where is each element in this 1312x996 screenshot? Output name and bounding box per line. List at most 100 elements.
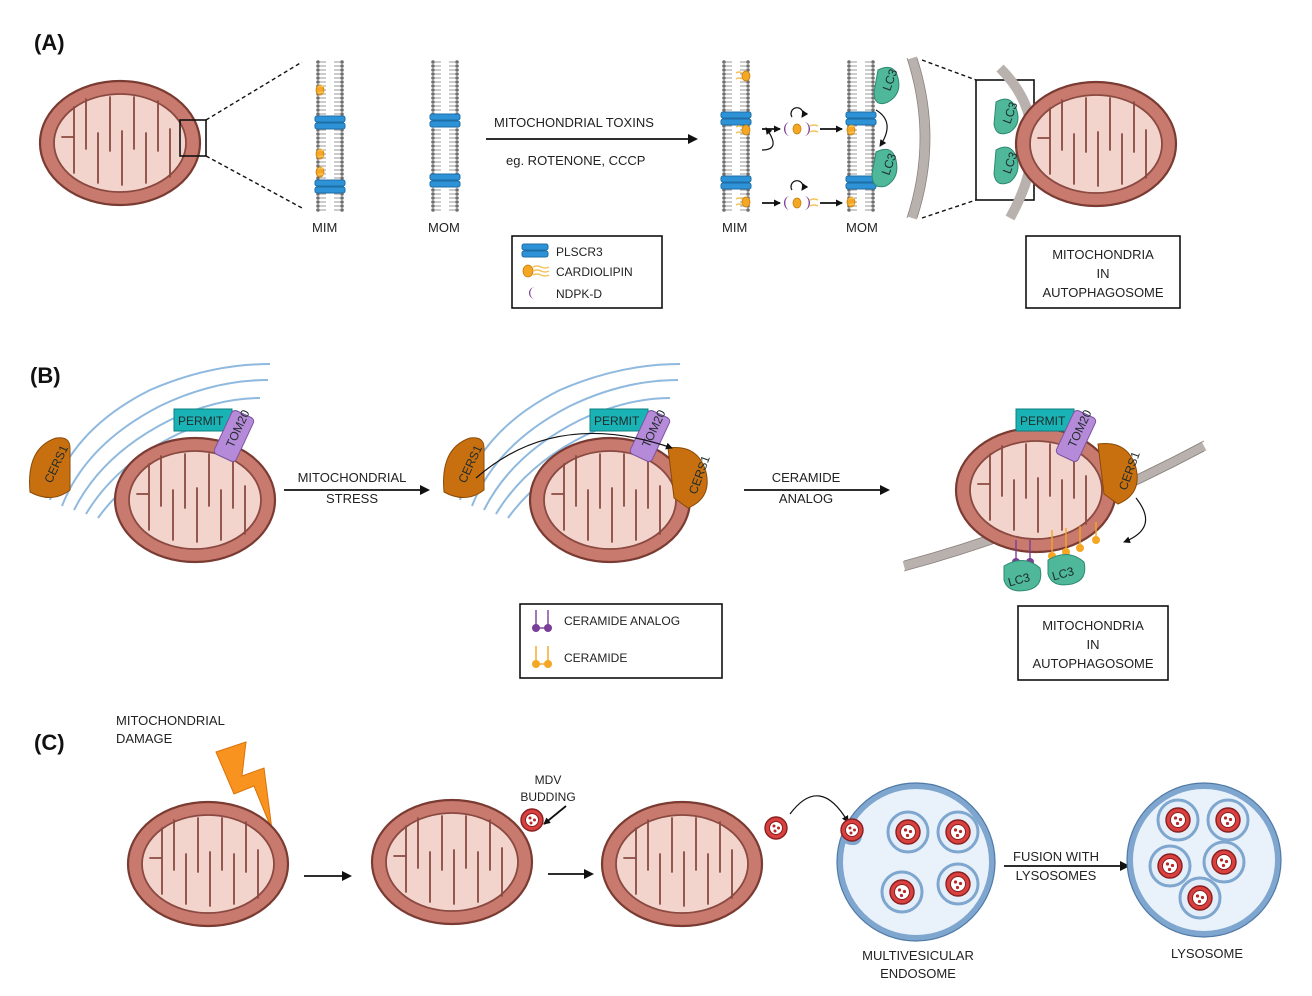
mdv-label-2: BUDDING	[520, 790, 575, 804]
endosome-label-2: ENDOSOME	[880, 966, 956, 981]
result-box-a	[1025, 235, 1181, 309]
legend-plscr3: PLSCR3	[556, 245, 603, 259]
result-b-line3: AUTOPHAGOSOME	[1032, 656, 1153, 671]
permit-icon: PERMIT	[173, 408, 233, 432]
panel-b-label: (B)	[30, 363, 61, 388]
result-b-line2: IN	[1087, 637, 1100, 652]
mitochondrion-icon	[126, 800, 290, 928]
ndpk-transfer-bottom	[762, 180, 843, 210]
panel-a-label: (A)	[34, 30, 65, 55]
intraluminal-vesicle-icon	[1156, 798, 1200, 842]
legend-ceramide-analog: CERAMIDE ANALOG	[564, 614, 680, 628]
flip-arrow-mom	[875, 109, 888, 147]
stress-label-2: STRESS	[326, 491, 378, 506]
lc3-blob: LC3	[1047, 554, 1086, 586]
result-a-line3: AUTOPHAGOSOME	[1042, 285, 1163, 300]
mom-label: MOM	[428, 220, 460, 235]
cers1-icon: CERS1	[1097, 443, 1143, 505]
mdv-transfer-arrow	[789, 795, 849, 823]
mitochondrion-icon	[600, 800, 764, 928]
cers1-icon: CERS1	[667, 447, 713, 509]
toxin-label: MITOCHONDRIAL TOXINS	[494, 115, 654, 130]
legend-ceramide-analog-icon	[532, 610, 552, 632]
intraluminal-vesicle-icon	[880, 870, 924, 914]
fusion-label-1: FUSION WITH	[1013, 849, 1099, 864]
legend-cardiolipin-icon	[522, 264, 550, 278]
mdv-icon	[840, 818, 864, 842]
legend-ndpk-icon	[529, 287, 535, 299]
result-a-line2: IN	[1097, 266, 1110, 281]
cers1-translocation-arrow	[475, 432, 673, 479]
mitochondrion-icon	[1014, 80, 1178, 208]
mitochondrion-icon	[370, 798, 534, 926]
panel-a: (A) MIM MOM MITOCHONDRIAL TOXINS eg. ROT…	[34, 30, 1181, 309]
mim-label: MIM	[312, 220, 337, 235]
result-b-line1: MITOCHONDRIA	[1042, 618, 1144, 633]
lc3-label: LC3	[1051, 564, 1076, 583]
zoom-line-top-2	[921, 59, 977, 81]
zoom-line-top	[205, 61, 303, 121]
legend-box-b	[519, 603, 723, 679]
analog-label-2: ANALOG	[779, 491, 833, 506]
er-icon	[459, 363, 681, 519]
legend-plscr3-icon	[521, 243, 549, 258]
result-box-b	[1017, 605, 1169, 681]
flip-arrow-mim	[761, 127, 774, 151]
permit-label: PERMIT	[1020, 414, 1066, 428]
permit-icon: PERMIT	[589, 408, 649, 432]
mdv-icon	[520, 808, 544, 832]
intraluminal-vesicle-icon	[1148, 844, 1192, 888]
result-a-line1: MITOCHONDRIA	[1052, 247, 1154, 262]
lc3-label: LC3	[1007, 570, 1032, 589]
cers1-icon: CERS1	[29, 437, 71, 498]
cers1-icon: CERS1	[443, 437, 485, 498]
intraluminal-vesicle-icon	[1178, 876, 1222, 920]
mim-label-2: MIM	[722, 220, 747, 235]
mim-bilayer-icon	[314, 60, 346, 212]
mitochondrion-icon	[528, 436, 692, 564]
panel-b: (B) CERS1 PERMIT TOM20 MITOCHONDRIAL STR…	[29, 363, 1207, 681]
lc3-blob-bottom: LC3	[871, 148, 899, 188]
panel-c-label: (C)	[34, 730, 65, 755]
mom-label-2: MOM	[846, 220, 878, 235]
legend-cardiolipin: CARDIOLIPIN	[556, 265, 633, 279]
mom-bilayer-stressed-icon	[845, 60, 877, 212]
multivesicular-endosome-icon	[837, 783, 995, 941]
lc3-blob: LC3	[1003, 560, 1042, 592]
permit-label: PERMIT	[594, 414, 640, 428]
intraluminal-vesicle-icon	[936, 810, 980, 854]
lc3-blob-top: LC3	[873, 67, 900, 105]
mitochondrion-icon	[113, 436, 277, 564]
mdv-label-1: MDV	[535, 773, 562, 787]
legend-ceramide: CERAMIDE	[564, 651, 627, 665]
ceramide-transfer-arrow	[1123, 497, 1147, 544]
fusion-label-2: LYSOSOMES	[1016, 868, 1097, 883]
lc3-blob: LC3	[993, 146, 1021, 185]
intraluminal-vesicle-icon	[936, 862, 980, 906]
intraluminal-vesicle-icon	[1202, 840, 1246, 884]
intraluminal-vesicle-icon	[886, 810, 930, 854]
damage-label-1: MITOCHONDRIAL	[116, 713, 225, 728]
lc3-blob: LC3	[993, 98, 1021, 135]
damage-label-2: DAMAGE	[116, 731, 173, 746]
mim-bilayer-stressed-icon	[720, 60, 752, 212]
stress-label-1: MITOCHONDRIAL	[298, 470, 407, 485]
endosome-label-1: MULTIVESICULAR	[862, 948, 974, 963]
mdv-pointer-arrow	[543, 805, 567, 825]
intraluminal-vesicle-icon	[1206, 798, 1250, 842]
permit-icon: PERMIT	[1015, 408, 1075, 432]
permit-label: PERMIT	[178, 414, 224, 428]
legend-ndpk-d: NDPK-D	[556, 287, 602, 301]
zoom-line-bottom	[205, 155, 303, 209]
panel-c: (C) MITOCHONDRIAL DAMAGE MDV BUDDING MUL…	[34, 713, 1282, 981]
mdv-icon	[764, 816, 788, 840]
mom-bilayer-icon	[429, 60, 461, 212]
legend-ceramide-icon	[532, 646, 552, 668]
tom20-icon: TOM20	[213, 407, 255, 463]
ndpk-transfer-top	[762, 107, 843, 136]
lysosome-label: LYSOSOME	[1171, 946, 1243, 961]
toxin-examples-label: eg. ROTENONE, CCCP	[506, 153, 645, 168]
lightning-bolt-icon	[215, 741, 273, 831]
zoom-box	[179, 119, 207, 157]
